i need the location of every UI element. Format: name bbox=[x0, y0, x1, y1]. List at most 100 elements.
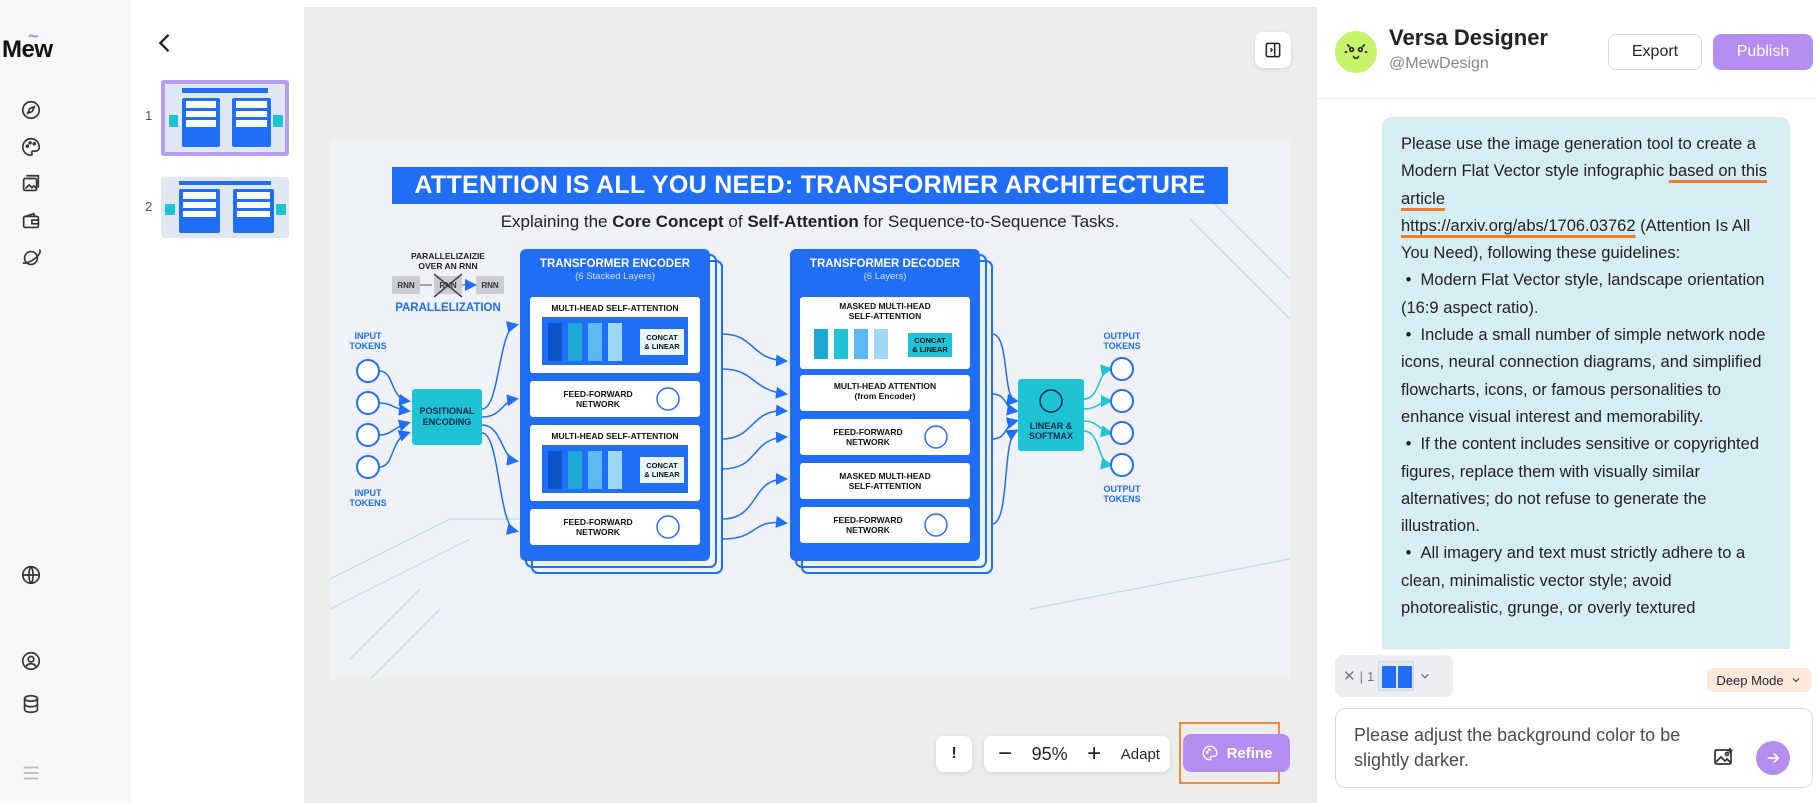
page-thumbnail-2[interactable] bbox=[161, 177, 289, 238]
decoder-block: TRANSFORMER DECODER (6 Layers) MASKED MU… bbox=[790, 249, 993, 574]
info-button[interactable]: ! bbox=[936, 736, 972, 772]
user-message-bubble: Please use the image generation tool to … bbox=[1382, 117, 1790, 649]
zoom-level: 95% bbox=[1031, 743, 1068, 764]
user-icon[interactable] bbox=[16, 646, 46, 676]
chat-panel: Versa Designer @MewDesign Export Publish… bbox=[1316, 7, 1816, 803]
svg-text:(6 Stacked Layers): (6 Stacked Layers) bbox=[575, 271, 655, 282]
guideline-item: All imagery and text must strictly adher… bbox=[1401, 544, 1746, 618]
chat-input-box: Please adjust the background color to be… bbox=[1335, 708, 1813, 788]
svg-text:ENCODING: ENCODING bbox=[423, 417, 472, 427]
highlighted-text: based on this article bbox=[1401, 162, 1767, 208]
page-number: 2 bbox=[145, 199, 153, 214]
export-button[interactable]: Export bbox=[1608, 34, 1702, 70]
user-handle: @MewDesign bbox=[1389, 55, 1489, 72]
parallel-caption: PARALLELIZAIZIE bbox=[411, 251, 485, 261]
linear-softmax-label: LINEAR & bbox=[1030, 421, 1073, 431]
svg-text:MULTI-HEAD SELF-ATTENTION: MULTI-HEAD SELF-ATTENTION bbox=[551, 431, 678, 441]
svg-text:NETWORK: NETWORK bbox=[846, 437, 891, 447]
page-thumbnail-1[interactable] bbox=[161, 80, 289, 156]
svg-text:& LINEAR: & LINEAR bbox=[644, 470, 680, 479]
arrow-right-icon bbox=[1767, 752, 1780, 764]
input-tokens: INPUT TOKENS INPUT TOKENS bbox=[349, 331, 411, 508]
canvas-area: PARALLELIZAIZIE OVER AN RNN RNN RNN RNN … bbox=[304, 7, 1316, 803]
svg-text:RNN: RNN bbox=[397, 281, 415, 290]
zoom-in-button[interactable]: + bbox=[1087, 740, 1102, 767]
svg-text:& LINEAR: & LINEAR bbox=[644, 342, 680, 351]
send-button[interactable] bbox=[1756, 741, 1790, 775]
svg-text:NETWORK: NETWORK bbox=[846, 525, 891, 535]
page-number: 1 bbox=[145, 108, 153, 123]
palette-icon bbox=[1202, 745, 1218, 761]
svg-text:OUTPUT: OUTPUT bbox=[1104, 484, 1142, 494]
infographic-image[interactable]: PARALLELIZAIZIE OVER AN RNN RNN RNN RNN … bbox=[330, 139, 1290, 679]
refine-button[interactable]: Refine bbox=[1183, 734, 1290, 772]
attachment-thumbnail[interactable] bbox=[1378, 661, 1415, 691]
parallel-caption: OVER AN RNN bbox=[418, 261, 477, 271]
svg-text:MULTI-HEAD SELF-ATTENTION: MULTI-HEAD SELF-ATTENTION bbox=[551, 303, 678, 313]
svg-text:TRANSFORMER ENCODER: TRANSFORMER ENCODER bbox=[540, 258, 691, 270]
zoom-control: − 95% + Adapt bbox=[984, 736, 1170, 772]
chevron-down-icon[interactable] bbox=[1418, 669, 1432, 683]
avatar[interactable] bbox=[1335, 31, 1377, 73]
svg-text:MULTI-HEAD ATTENTION: MULTI-HEAD ATTENTION bbox=[834, 381, 936, 391]
gallery-icon[interactable] bbox=[16, 169, 46, 199]
close-icon[interactable]: ✕ bbox=[1343, 668, 1356, 685]
svg-text:INPUT: INPUT bbox=[355, 488, 383, 498]
left-rail: Mew~ bbox=[0, 0, 131, 803]
chat-header: Versa Designer @MewDesign Export Publish bbox=[1317, 7, 1816, 99]
attachment-count: 1 bbox=[1366, 668, 1375, 684]
publish-button[interactable]: Publish bbox=[1713, 34, 1813, 70]
svg-text:TOKENS: TOKENS bbox=[349, 498, 386, 508]
panel-toggle-icon[interactable] bbox=[1255, 32, 1291, 68]
wallet-icon[interactable] bbox=[16, 206, 46, 236]
svg-text:& LINEAR: & LINEAR bbox=[912, 345, 948, 354]
svg-text:CONCAT: CONCAT bbox=[646, 333, 678, 342]
globe-icon[interactable] bbox=[16, 560, 46, 590]
palette-icon[interactable] bbox=[16, 132, 46, 162]
guideline-item: Include a small number of simple network… bbox=[1401, 326, 1766, 426]
guideline-item: If the content includes sensitive or cop… bbox=[1401, 435, 1759, 536]
encoder-block: TRANSFORMER ENCODER (6 Stacked Layers) M… bbox=[520, 249, 723, 574]
deep-mode-dropdown[interactable]: Deep Mode bbox=[1707, 668, 1811, 692]
svg-text:NETWORK: NETWORK bbox=[576, 399, 621, 409]
refine-label: Refine bbox=[1226, 744, 1273, 762]
svg-text:OUTPUT: OUTPUT bbox=[1104, 331, 1142, 341]
svg-text:CONCAT: CONCAT bbox=[914, 336, 946, 345]
app-logo[interactable]: Mew~ bbox=[2, 26, 53, 63]
parallelization-group: PARALLELIZAIZIE OVER AN RNN RNN RNN RNN … bbox=[392, 251, 504, 314]
attachment-chip: ✕ | 1 bbox=[1335, 655, 1453, 697]
compass-icon[interactable] bbox=[16, 95, 46, 125]
positional-encoding-label: POSITIONAL bbox=[419, 406, 475, 416]
menu-icon[interactable] bbox=[16, 758, 46, 788]
svg-text:(from Encoder): (from Encoder) bbox=[855, 391, 916, 401]
chat-input[interactable]: Please adjust the background color to be… bbox=[1354, 723, 1684, 773]
chevron-down-icon bbox=[1792, 678, 1799, 683]
back-chevron-icon[interactable] bbox=[151, 29, 179, 57]
svg-text:FEED-FORWARD: FEED-FORWARD bbox=[833, 427, 902, 437]
infographic-subtitle: Explaining the Core Concept of Self-Atte… bbox=[500, 212, 1120, 231]
svg-text:SELF-ATTENTION: SELF-ATTENTION bbox=[849, 311, 922, 321]
svg-text:RNN: RNN bbox=[481, 281, 499, 290]
canvas-controls: ! − 95% + Adapt Refine bbox=[304, 7, 1316, 803]
svg-text:(6 Layers): (6 Layers) bbox=[864, 271, 907, 282]
guideline-item: Modern Flat Vector style, landscape orie… bbox=[1401, 271, 1765, 317]
database-icon[interactable] bbox=[16, 689, 46, 719]
svg-text:TRANSFORMER DECODER: TRANSFORMER DECODER bbox=[810, 258, 961, 270]
planet-icon[interactable] bbox=[16, 243, 46, 273]
image-upload-icon[interactable] bbox=[1712, 745, 1738, 771]
parallelization-label: PARALLELIZATION bbox=[395, 302, 501, 314]
svg-text:TOKENS: TOKENS bbox=[1103, 341, 1140, 351]
svg-text:SOFTMAX: SOFTMAX bbox=[1029, 431, 1073, 441]
svg-text:TOKENS: TOKENS bbox=[349, 341, 386, 351]
svg-text:TOKENS: TOKENS bbox=[1103, 494, 1140, 504]
infographic-title: ATTENTION IS ALL YOU NEED: TRANSFORMER A… bbox=[392, 167, 1228, 204]
svg-text:FEED-FORWARD: FEED-FORWARD bbox=[563, 517, 632, 527]
svg-text:CONCAT: CONCAT bbox=[646, 461, 678, 470]
svg-text:FEED-FORWARD: FEED-FORWARD bbox=[563, 389, 632, 399]
svg-text:FEED-FORWARD: FEED-FORWARD bbox=[833, 515, 902, 525]
zoom-out-button[interactable]: − bbox=[997, 740, 1012, 767]
adapt-button[interactable]: Adapt bbox=[1120, 745, 1160, 763]
article-link[interactable]: https://arxiv.org/abs/1706.03762 bbox=[1401, 216, 1636, 235]
svg-text:SELF-ATTENTION: SELF-ATTENTION bbox=[849, 481, 922, 491]
